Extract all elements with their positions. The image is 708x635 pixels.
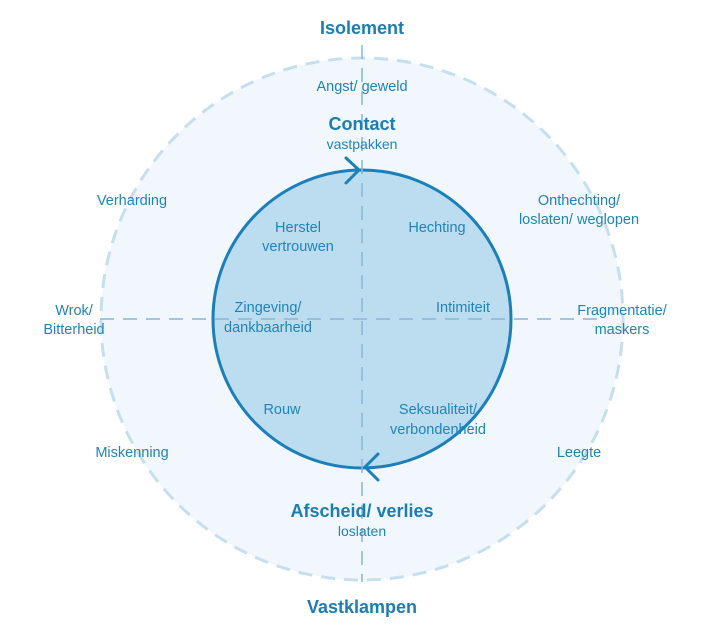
top-pole-subtitle: vastpakken [327,136,398,152]
outer-label-left-line1: Wrok/ [55,303,94,319]
axis-label-top: Isolement [320,18,404,38]
clockwise-arrow-bottom-icon [363,452,380,482]
outer-label-lower-left: Miskenning [95,445,168,461]
outer-label-top: Angst/ geweld [316,79,407,95]
inner-label-right: Intimiteit [436,300,490,316]
top-pole-title: Contact [329,114,396,134]
outer-label-upper-right-line1: Onthechting/ [538,193,621,209]
inner-label-left-line2: dankbaarheid [224,320,312,336]
outer-label-right-line1: Fragmentatie/ [577,303,667,319]
outer-label-left-line2: Bitterheid [43,322,104,338]
inner-label-lower-right-line1: Seksualiteit/ [399,402,478,418]
outer-label-upper-right-line2: loslaten/ weglopen [519,212,639,228]
inner-label-lower-left: Rouw [263,402,301,418]
inner-label-lower-right-line2: verbondenheid [390,422,486,438]
inner-label-left-line1: Zingeving/ [235,300,303,316]
axis-label-bottom: Vastklampen [307,597,417,617]
inner-label-upper-left-line1: Herstel [275,220,321,236]
outer-label-upper-left: Verharding [97,193,167,209]
inner-label-upper-left-line2: vertrouwen [262,239,334,255]
outer-label-right-line2: maskers [595,322,650,338]
clockwise-arrow-top-icon [344,156,361,185]
bottom-pole-subtitle: loslaten [338,523,386,539]
outer-label-lower-right: Leegte [557,445,601,461]
inner-label-upper-right: Hechting [408,220,465,236]
bottom-pole-title: Afscheid/ verlies [290,501,433,521]
